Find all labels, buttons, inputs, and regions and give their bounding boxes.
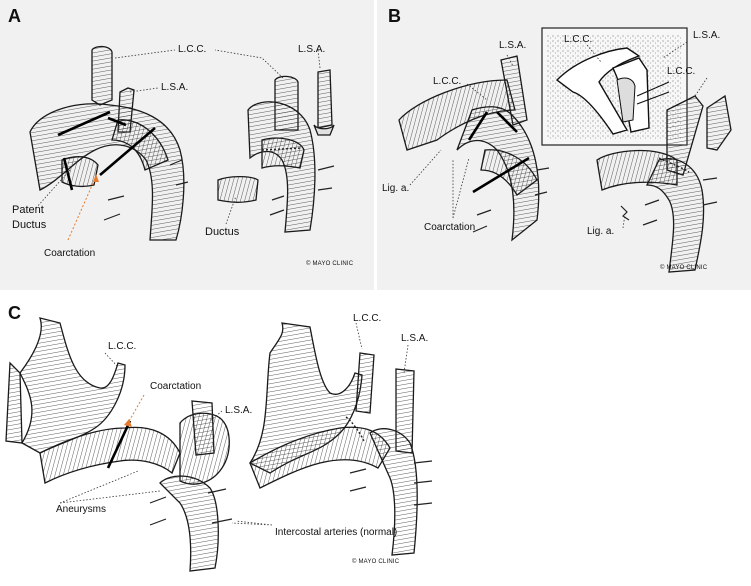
panel-b-pre-repair-drawing — [398, 55, 550, 242]
panel-a-letter: A — [8, 6, 21, 26]
panel-a-copyright: © MAYO CLINIC — [306, 261, 354, 267]
panel-a-ductus-label: Ductus — [205, 226, 240, 238]
panel-c-letter: C — [8, 303, 21, 323]
panel-b-illustration — [398, 27, 732, 273]
panel-b-lsa-right-label: L.S.A. — [693, 30, 721, 41]
panel-b-copyright: © MAYO CLINIC — [660, 265, 708, 271]
panel-b-inset-lcc-label: L.C.C. — [564, 34, 593, 45]
panel-c-aneurysms-label: Aneurysms — [56, 504, 107, 515]
panel-b-inset — [541, 27, 688, 146]
panel-c: C L.C.C. Coarctation L.S.A. Aneurysms L.… — [0, 293, 751, 586]
panel-c-copyright: © MAYO CLINIC — [352, 559, 400, 565]
panel-a: A L.C.C. L.S.A. L.S.A. Patent Ductus Coa… — [0, 0, 374, 290]
panel-a-illustration — [29, 45, 335, 241]
panel-c-illustration — [5, 317, 433, 572]
panel-c-pre-repair-drawing — [5, 317, 233, 572]
panel-c-coarctation-label: Coarctation — [150, 381, 202, 392]
panel-b-lcc-left-label: L.C.C. — [433, 76, 462, 87]
panel-b-lig-a-right-label: Lig. a. — [587, 226, 615, 237]
panel-a-post-repair-drawing — [217, 69, 335, 233]
panel-a-lsa-left-label: L.S.A. — [161, 82, 189, 93]
panel-a-coarctation-label: Coarctation — [44, 248, 96, 259]
panel-c-lsa-right-label: L.S.A. — [401, 333, 429, 344]
panel-b-coarctation-label: Coarctation — [424, 222, 476, 233]
panel-b: B L.S.A. L.C.C. L.C.C. L.S.A. L.C.C. Lig… — [377, 0, 751, 290]
panel-b-letter: B — [388, 6, 401, 26]
panel-b-post-repair-drawing — [596, 94, 732, 273]
panel-a-pre-repair-drawing — [29, 45, 189, 241]
panel-c-lsa-left-label: L.S.A. — [225, 405, 253, 416]
panel-b-lcc-right-label: L.C.C. — [667, 66, 696, 77]
panel-c-post-repair-drawing — [249, 322, 433, 556]
panel-a-lsa-right-label: L.S.A. — [298, 44, 326, 55]
panel-c-lcc-left-label: L.C.C. — [108, 341, 137, 352]
panel-c-lcc-right-label: L.C.C. — [353, 313, 382, 324]
panel-b-lsa-left-label: L.S.A. — [499, 40, 527, 51]
panel-a-lcc-label: L.C.C. — [178, 44, 207, 55]
panel-a-patent-ductus-label: Patent Ductus — [12, 204, 47, 231]
panel-c-intercostal-label: Intercostal arteries (normal) — [275, 527, 398, 538]
panel-b-lig-a-left-label: Lig. a. — [382, 183, 410, 194]
